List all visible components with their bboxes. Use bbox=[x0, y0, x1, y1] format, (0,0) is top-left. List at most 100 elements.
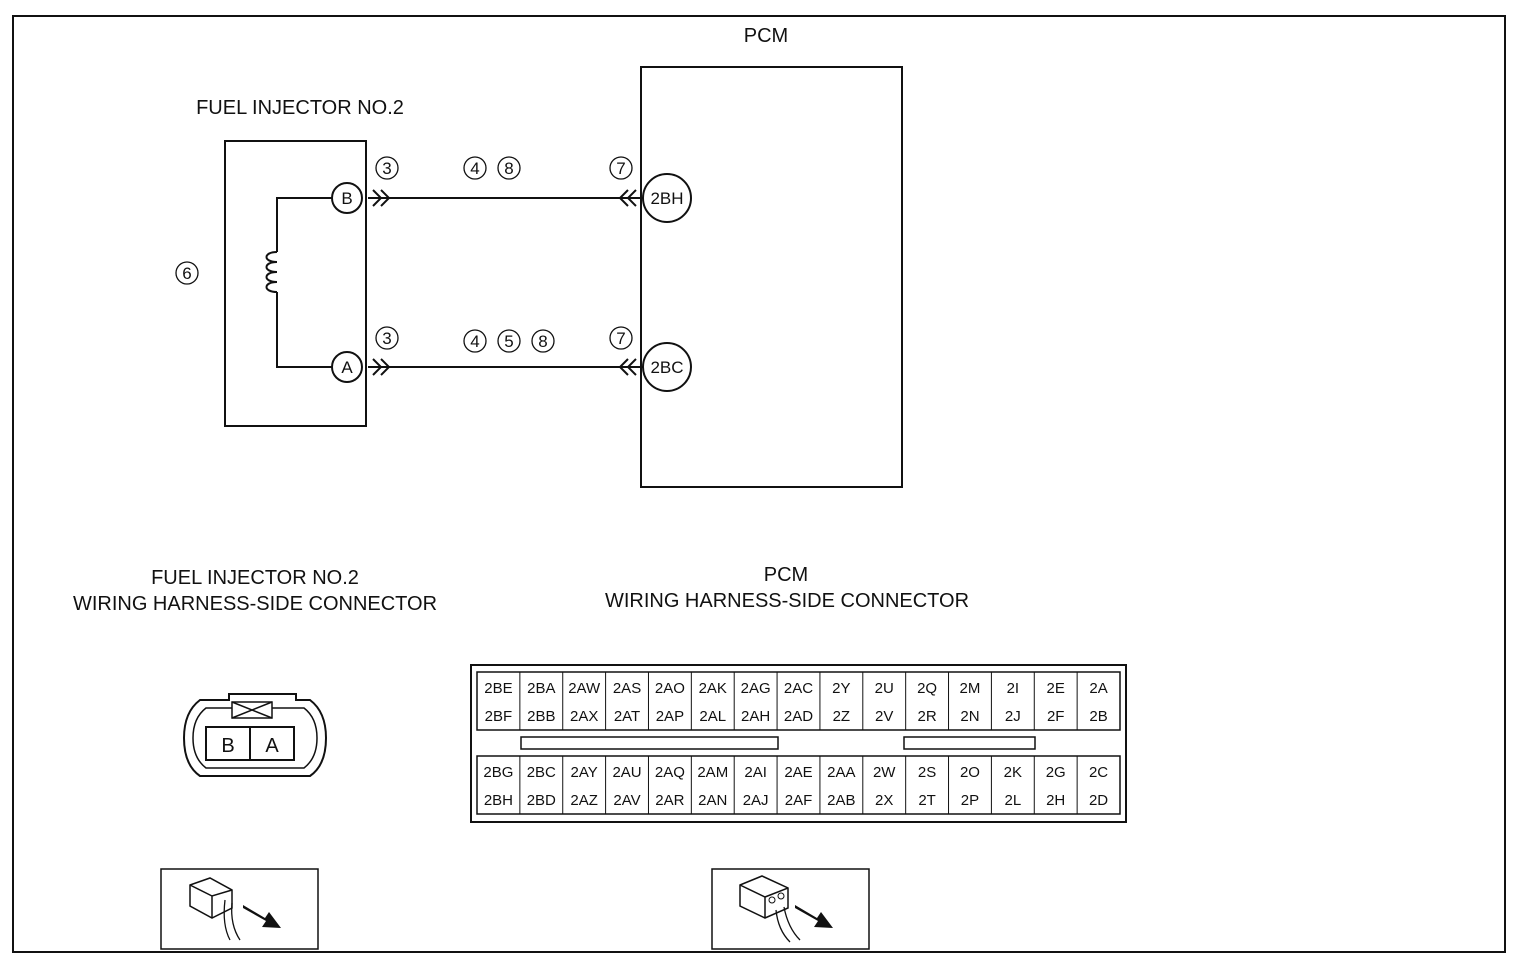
terminal-a-label: A bbox=[341, 358, 353, 377]
pcm-pin-label: 2AS bbox=[613, 680, 641, 697]
pcm-pin-label: 2BG bbox=[483, 764, 513, 781]
pcm-pin-label: 2BC bbox=[527, 764, 556, 781]
pcm-pin-label: 2BH bbox=[484, 792, 513, 809]
internal-wire-top bbox=[276, 197, 332, 252]
pcm-pin-label: 2BE bbox=[484, 680, 512, 697]
pcm-pin-label: 2AK bbox=[699, 680, 727, 697]
pcm-pin-label: 2F bbox=[1047, 708, 1065, 725]
pcm-pin-label: 2M bbox=[960, 680, 981, 697]
injector-connector-drawing bbox=[182, 693, 328, 777]
pcm-pin-label: 2AF bbox=[785, 792, 813, 809]
callout-7-bottom: 7 bbox=[616, 329, 625, 348]
callout-4-top: 4 bbox=[470, 159, 479, 178]
pcm-pin-label: 2AE bbox=[784, 764, 812, 781]
pcm-pin-label: 2P bbox=[961, 792, 979, 809]
pcm-pin-label: 2E bbox=[1047, 680, 1065, 697]
harness-view-icon-left bbox=[160, 868, 319, 950]
pcm-pin-label: 2AU bbox=[612, 764, 641, 781]
pcm-pin-label: 2T bbox=[918, 792, 936, 809]
pcm-pin-label: 2AJ bbox=[743, 792, 769, 809]
pcm-pin-label: 2G bbox=[1046, 764, 1066, 781]
pcm-pin-label: 2L bbox=[1004, 792, 1021, 809]
pcm-pin-label: 2AV bbox=[613, 792, 640, 809]
pcm-pin-label: 2AG bbox=[741, 680, 771, 697]
callout-7-top: 7 bbox=[616, 159, 625, 178]
injector-pin-a: A bbox=[265, 735, 279, 757]
pcm-pin-label: 2AZ bbox=[570, 792, 598, 809]
pcm-terminal-2bh-circle bbox=[642, 173, 692, 223]
injector-pin-b: B bbox=[221, 735, 234, 757]
pcm-pin-label: 2BB bbox=[527, 708, 555, 725]
pcm-terminal-2bc-label: 2BC bbox=[650, 358, 683, 377]
pcm-pin-label: 2AB bbox=[827, 792, 855, 809]
pcm-pin-label: 2J bbox=[1005, 708, 1021, 725]
pcm-pin-label: 2AY bbox=[571, 764, 598, 781]
pcm-pin-label: 2R bbox=[918, 708, 937, 725]
internal-wire-bottom bbox=[276, 292, 332, 368]
pcm-pin-label: 2AL bbox=[699, 708, 726, 725]
harness-view-icon-right bbox=[711, 868, 870, 950]
pcm-pin-label: 2AP bbox=[656, 708, 684, 725]
pcm-pin-label: 2N bbox=[960, 708, 979, 725]
callout-circles bbox=[175, 156, 633, 353]
pcm-pin-label: 2W bbox=[873, 764, 896, 781]
pcm-pin-label: 2Q bbox=[917, 680, 937, 697]
pcm-pin-label: 2AT bbox=[614, 708, 640, 725]
injector-box bbox=[224, 140, 367, 427]
callout-6-coil: 6 bbox=[182, 264, 191, 283]
pcm-pin-label: 2AQ bbox=[655, 764, 685, 781]
pcm-pin-label: 2AI bbox=[744, 764, 767, 781]
pcm-terminal-2bc-circle bbox=[642, 342, 692, 392]
terminal-a-circle bbox=[331, 351, 363, 383]
pcm-pin-label: 2AD bbox=[784, 708, 813, 725]
pcm-pin-label: 2U bbox=[875, 680, 894, 697]
pcm-pin-label: 2X bbox=[875, 792, 893, 809]
pcm-connector-drawing: 2BE 2BA 2AW 2AS 2AO 2AK 2AG 2AC 2Y 2U 2Q 2M 2I 2E 2A 2B… bbox=[470, 664, 1127, 823]
terminal-b-circle bbox=[331, 182, 363, 214]
callout-4-bottom: 4 bbox=[470, 332, 479, 351]
pcm-pin-label: 2AN bbox=[698, 792, 727, 809]
pcm-pin-label: 2Y bbox=[832, 680, 850, 697]
pcm-pin-label: 2H bbox=[1046, 792, 1065, 809]
pcm-pin-label: 2AM bbox=[697, 764, 728, 781]
callout-8-bottom: 8 bbox=[538, 332, 547, 351]
pcm-pin-label: 2D bbox=[1089, 792, 1108, 809]
callout-8-top: 8 bbox=[504, 159, 513, 178]
pcm-pin-label: 2K bbox=[1004, 764, 1022, 781]
pcm-pin-label: 2S bbox=[918, 764, 936, 781]
callout-5-bottom: 5 bbox=[504, 332, 513, 351]
pcm-pin-label: 2AH bbox=[741, 708, 770, 725]
pcm-pin-label: 2BA bbox=[527, 680, 555, 697]
pcm-pin-label: 2AA bbox=[827, 764, 855, 781]
pcm-pin-label: 2AO bbox=[655, 680, 685, 697]
pcm-pin-label: 2C bbox=[1089, 764, 1108, 781]
injector-connector-title-2: WIRING HARNESS-SIDE CONNECTOR bbox=[72, 593, 438, 615]
pcm-pin-label: 2AW bbox=[568, 680, 601, 697]
diagram-frame bbox=[12, 15, 1506, 953]
pcm-label: PCM bbox=[744, 25, 788, 47]
injector-connector-title-1: FUEL INJECTOR NO.2 bbox=[151, 567, 359, 589]
pcm-pin-label: 2V bbox=[875, 708, 893, 725]
connector-chevron-icon bbox=[618, 189, 637, 376]
callout-3-top: 3 bbox=[382, 159, 391, 178]
pcm-pin-label: 2AC bbox=[784, 680, 813, 697]
pcm-pin-label: 2I bbox=[1007, 680, 1020, 697]
pcm-connector-title-2: WIRING HARNESS-SIDE CONNECTOR bbox=[604, 590, 970, 612]
injector-label: FUEL INJECTOR NO.2 bbox=[196, 97, 404, 119]
terminal-b-label: B bbox=[341, 189, 352, 208]
pcm-pin-label: 2A bbox=[1089, 680, 1107, 697]
pcm-pin-label: 2AX bbox=[570, 708, 598, 725]
connector-chevron-icon bbox=[372, 189, 391, 376]
pcm-pin-label: 2Z bbox=[833, 708, 851, 725]
pcm-terminal-2bh-label: 2BH bbox=[650, 189, 683, 208]
pcm-pin-label: 2B bbox=[1089, 708, 1107, 725]
pcm-pin-label: 2AR bbox=[655, 792, 684, 809]
pcm-pin-label: 2BF bbox=[485, 708, 513, 725]
pcm-connector-title-1: PCM bbox=[763, 564, 809, 586]
coil-icon bbox=[265, 251, 278, 293]
callout-3-bottom: 3 bbox=[382, 329, 391, 348]
pcm-pin-label: 2BD bbox=[527, 792, 556, 809]
pcm-pin-label: 2O bbox=[960, 764, 980, 781]
pcm-box bbox=[640, 66, 903, 488]
